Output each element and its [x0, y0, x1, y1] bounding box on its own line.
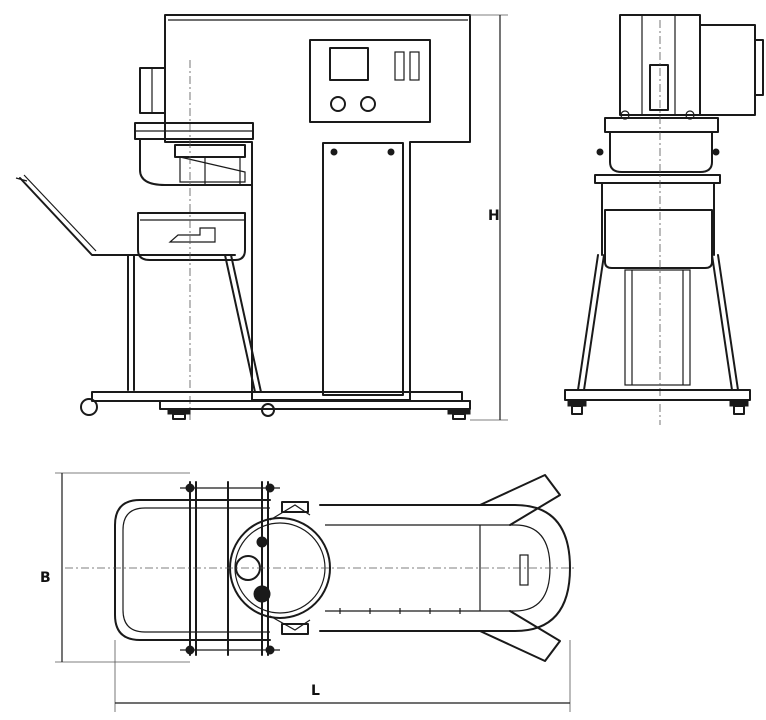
head-body: [139, 138, 253, 186]
side-head-plate: [604, 117, 719, 133]
button-left: [330, 96, 346, 112]
door-panel: [322, 142, 404, 396]
side-base: [564, 389, 751, 401]
front-elevation-view: [15, 14, 471, 420]
caster-left: [80, 398, 98, 416]
width-label: B: [40, 570, 51, 586]
display-screen: [329, 47, 369, 81]
control-panel: [309, 39, 431, 123]
side-frame-top: [594, 174, 721, 184]
height-dimension: H: [470, 14, 508, 421]
cabinet-outline: [164, 14, 471, 401]
plan-arm-bottom: [479, 610, 561, 662]
plan-arm-top: [479, 474, 561, 526]
indicator-right: [409, 51, 420, 81]
button-right: [360, 96, 376, 112]
handle-arm: [19, 177, 236, 256]
caster-mid: [261, 403, 275, 417]
presser-foot: [174, 144, 246, 158]
side-elevation-view: [564, 14, 764, 425]
top-plan-view: [65, 474, 575, 662]
length-dimension: L: [114, 640, 571, 712]
indicator-left: [394, 51, 405, 81]
length-label: L: [311, 683, 320, 699]
width-dimension: B: [40, 472, 190, 663]
height-label: H: [488, 208, 500, 224]
side-motor: [699, 24, 756, 116]
side-door: [624, 269, 691, 386]
plan-handle-loop: [114, 499, 271, 641]
